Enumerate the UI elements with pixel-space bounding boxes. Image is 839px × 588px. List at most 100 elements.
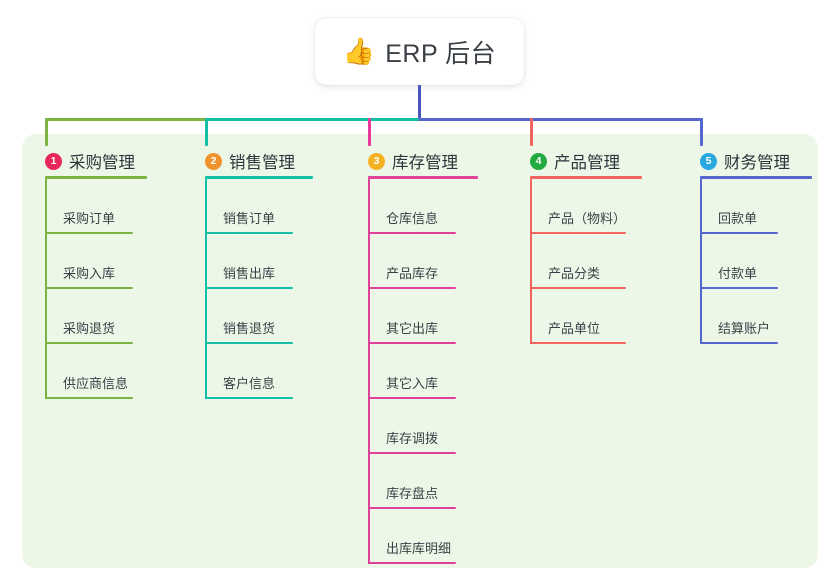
leaf-item-underline: [700, 232, 778, 234]
branch-title-4: 产品管理: [554, 154, 620, 172]
leaf-item-label: 库存盘点: [386, 486, 439, 501]
leaf-item-label: 其它出库: [386, 321, 439, 336]
branch-underline-4: [530, 176, 642, 179]
drop-connector-5: [700, 118, 703, 146]
leaf-item-label: 结算账户: [718, 321, 771, 336]
leaf-item-label: 采购入库: [63, 266, 116, 281]
leaf-item-underline: [530, 342, 626, 344]
leaf-item[interactable]: 产品分类: [530, 234, 626, 289]
branch-spine-5: [700, 179, 702, 344]
leaf-item-label: 仓库信息: [386, 211, 439, 226]
leaf-item-label: 产品单位: [548, 321, 601, 336]
leaf-item[interactable]: 销售订单: [205, 179, 293, 234]
branch-underline-2: [205, 176, 313, 179]
leaf-item-label: 供应商信息: [63, 376, 129, 391]
branch-underline-1: [45, 176, 147, 179]
leaf-item-label: 付款单: [718, 266, 758, 281]
leaf-item-label: 采购订单: [63, 211, 116, 226]
leaf-item[interactable]: 仓库信息: [368, 179, 456, 234]
leaf-item-underline: [368, 397, 456, 399]
leaf-item-underline: [368, 232, 456, 234]
leaf-item-label: 产品分类: [548, 266, 601, 281]
leaf-item-label: 产品（物料）: [548, 211, 627, 226]
leaf-item-underline: [530, 287, 626, 289]
leaf-item[interactable]: 销售退货: [205, 289, 293, 344]
leaf-item[interactable]: 回款单: [700, 179, 778, 234]
leaf-item-underline: [368, 452, 456, 454]
leaf-item-label: 回款单: [718, 211, 758, 226]
leaf-item[interactable]: 其它入库: [368, 344, 456, 399]
leaf-item-underline: [205, 397, 293, 399]
branch-column-5: 5 财务管理回款单付款单结算账户: [700, 146, 812, 344]
root-trunk-connector: [418, 85, 421, 121]
branch-header-5[interactable]: 5 财务管理: [700, 146, 790, 176]
leaf-item-underline: [530, 232, 626, 234]
bar-segment-green: [46, 118, 206, 121]
branch-number-badge-3: 3: [368, 152, 385, 170]
leaf-item[interactable]: 采购订单: [45, 179, 133, 234]
branch-title-1: 采购管理: [69, 154, 135, 172]
leaf-item[interactable]: 供应商信息: [45, 344, 133, 399]
root-node-title: ERP 后台: [385, 39, 497, 68]
thumbs-up-icon: 👍: [342, 36, 376, 67]
leaf-item-underline: [205, 287, 293, 289]
leaf-item-underline: [45, 342, 133, 344]
leaf-item[interactable]: 客户信息: [205, 344, 293, 399]
leaf-item-label: 库存调拨: [386, 431, 439, 446]
leaf-item-label: 其它入库: [386, 376, 439, 391]
leaf-item[interactable]: 结算账户: [700, 289, 778, 344]
branch-title-5: 财务管理: [724, 154, 790, 172]
leaf-item-underline: [45, 232, 133, 234]
leaf-item[interactable]: 产品库存: [368, 234, 456, 289]
leaf-item-label: 销售出库: [223, 266, 276, 281]
leaf-item[interactable]: 采购退货: [45, 289, 133, 344]
leaf-item-underline: [700, 287, 778, 289]
leaf-item[interactable]: 出库库明细: [368, 509, 456, 564]
leaf-item-underline: [700, 342, 778, 344]
leaf-item[interactable]: 销售出库: [205, 234, 293, 289]
leaf-item[interactable]: 产品单位: [530, 289, 626, 344]
branch-underline-5: [700, 176, 812, 179]
branch-number-badge-2: 2: [205, 152, 222, 170]
leaf-item-label: 出库库明细: [386, 541, 452, 556]
branch-spine-1: [45, 179, 47, 399]
root-node-card[interactable]: 👍 ERP 后台: [315, 18, 524, 85]
leaf-item[interactable]: 付款单: [700, 234, 778, 289]
branch-spine-2: [205, 179, 207, 399]
branch-number-badge-5: 5: [700, 152, 717, 170]
drop-connector-4: [530, 118, 533, 146]
branch-spine-4: [530, 179, 532, 344]
leaf-item-underline: [368, 342, 456, 344]
branch-column-3: 3 库存管理仓库信息产品库存其它出库其它入库库存调拨库存盘点出库库明细: [368, 146, 478, 564]
leaf-item-label: 销售订单: [223, 211, 276, 226]
leaf-item-label: 客户信息: [223, 376, 276, 391]
drop-connector-2: [205, 118, 208, 146]
branches-panel: [22, 134, 818, 568]
leaf-item[interactable]: 库存盘点: [368, 454, 456, 509]
leaf-item[interactable]: 其它出库: [368, 289, 456, 344]
bar-segment-teal: [206, 118, 419, 121]
drop-connector-1: [45, 118, 48, 146]
leaf-item[interactable]: 产品（物料）: [530, 179, 626, 234]
leaf-item[interactable]: 库存调拨: [368, 399, 456, 454]
leaf-item-label: 采购退货: [63, 321, 116, 336]
drop-connector-3: [368, 118, 371, 146]
branch-header-3[interactable]: 3 库存管理: [368, 146, 458, 176]
leaf-item-label: 销售退货: [223, 321, 276, 336]
leaf-item-label: 产品库存: [386, 266, 439, 281]
leaf-item-underline: [368, 507, 456, 509]
branch-underline-3: [368, 176, 478, 179]
leaf-item-underline: [205, 342, 293, 344]
leaf-item-underline: [45, 397, 133, 399]
leaf-item[interactable]: 采购入库: [45, 234, 133, 289]
bar-segment-blue: [419, 118, 703, 121]
branch-title-3: 库存管理: [392, 154, 458, 172]
leaf-item-underline: [368, 562, 456, 564]
